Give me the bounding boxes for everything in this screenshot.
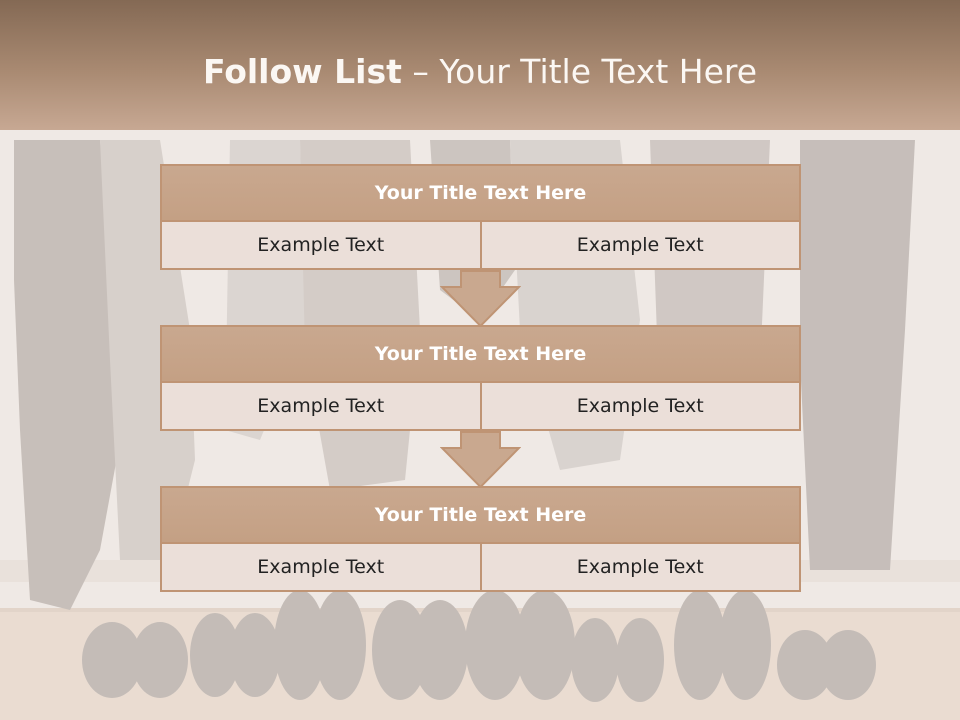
list-block-1: Your Title Text Here Example Text Exampl…: [160, 164, 801, 270]
slide-title-bold: Follow List: [202, 52, 402, 91]
block-title: Your Title Text Here: [162, 488, 799, 544]
block-row: Example Text Example Text: [162, 222, 799, 268]
slide-title-rest: – Your Title Text Here: [401, 52, 758, 91]
block-title: Your Title Text Here: [162, 166, 799, 222]
block-title: Your Title Text Here: [162, 327, 799, 383]
block-cell-left: Example Text: [162, 222, 480, 268]
block-cell-right: Example Text: [479, 383, 799, 429]
block-row: Example Text Example Text: [162, 383, 799, 429]
header-band: [0, 0, 960, 130]
list-block-3: Your Title Text Here Example Text Exampl…: [160, 486, 801, 592]
block-cell-left: Example Text: [162, 383, 480, 429]
block-cell-right: Example Text: [479, 544, 799, 590]
list-block-2: Your Title Text Here Example Text Exampl…: [160, 325, 801, 431]
block-cell-right: Example Text: [479, 222, 799, 268]
block-cell-left: Example Text: [162, 544, 480, 590]
slide-title: Follow List – Your Title Text Here: [0, 52, 960, 91]
block-row: Example Text Example Text: [162, 544, 799, 590]
down-arrow-icon: [440, 270, 521, 328]
down-arrow-icon: [440, 431, 521, 489]
